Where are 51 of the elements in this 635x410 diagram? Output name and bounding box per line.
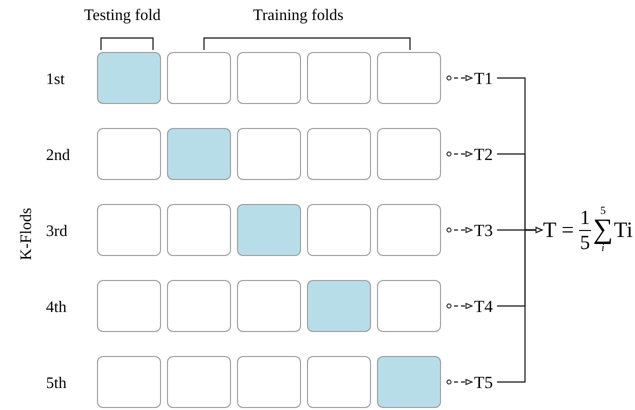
formula-text: T = [543,219,574,241]
fraction-numerator: 1 [580,208,590,230]
fold-box [307,356,371,408]
fold-box [307,52,371,104]
result-label: T3 [474,219,496,241]
result-label: T1 [474,67,496,89]
fold-box [307,128,371,180]
fold-box [237,356,301,408]
fold-box [237,52,301,104]
arrow [446,379,472,385]
fold-box [167,52,231,104]
arrow [497,227,542,383]
formula-text: Ti [614,219,633,241]
fold-box [97,280,161,332]
row-label: 4th [46,298,66,318]
fold-box [97,52,161,104]
bracket-label: Training folds [253,6,344,26]
summation-upper-limit: 5 [600,206,606,217]
fold-box [167,128,231,180]
fold-box [307,204,371,256]
fold-box [377,204,441,256]
fold-box [167,280,231,332]
fold-box [97,204,161,256]
fold-box [377,356,441,408]
fold-box [307,280,371,332]
row-label: 5th [46,374,66,394]
fold-box [237,204,301,256]
arrow [446,227,472,233]
fold-box [377,52,441,104]
arrow [446,151,472,157]
summation-index: i [601,243,604,254]
fold-box [237,280,301,332]
fraction-denominator: 5 [580,230,590,252]
fold-box [97,128,161,180]
fold-box [167,204,231,256]
row-label: 1st [46,70,65,90]
result-label: T5 [474,371,496,393]
fold-box [167,356,231,408]
fold-box [377,128,441,180]
result-label: T4 [474,295,496,317]
fold-box [97,356,161,408]
result-label: T2 [474,143,496,165]
fold-box [377,280,441,332]
arrow [446,303,472,309]
fold-box [237,128,301,180]
row-label: 2nd [46,146,70,166]
summation-sign: ∑ [592,217,613,243]
arrow [446,75,472,81]
row-label: 3rd [46,222,68,242]
bracket-label: Testing fold [84,6,161,26]
axis-label: K-Flods [17,206,36,262]
